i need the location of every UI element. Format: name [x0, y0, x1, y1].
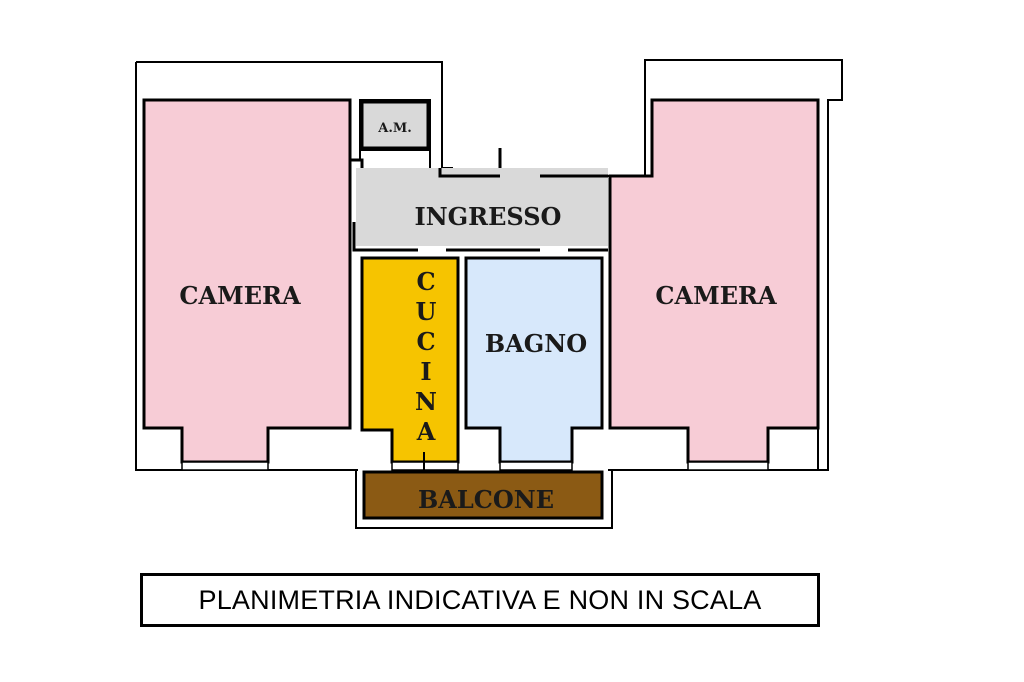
label-cucina-letter: C [416, 267, 435, 296]
room-camera-right [608, 98, 820, 464]
label-cucina-letter: C [416, 327, 435, 356]
room-ingresso [356, 168, 608, 246]
window-bagno [499, 461, 573, 471]
label-cucina-letter: N [415, 387, 437, 416]
room-cucina [360, 256, 460, 464]
label-am: A.M. [377, 121, 412, 136]
room-am [360, 100, 430, 150]
label-cucina-letter: I [420, 357, 431, 386]
window-camera-right [687, 461, 769, 471]
label-ingresso: INGRESSO [415, 202, 562, 231]
window-camera-left [181, 461, 269, 471]
room-balcone [362, 470, 604, 520]
label-balcone: BALCONE [418, 485, 554, 514]
label-camera-left: CAMERA [179, 281, 301, 310]
label-bagno: BAGNO [485, 329, 587, 358]
label-camera-right: CAMERA [655, 281, 777, 310]
label-cucina-letter: A [416, 417, 436, 446]
disclaimer-caption: PLANIMETRIA INDICATIVA E NON IN SCALA [140, 573, 820, 627]
room-bagno [464, 256, 604, 464]
label-cucina-letter: U [416, 297, 437, 326]
